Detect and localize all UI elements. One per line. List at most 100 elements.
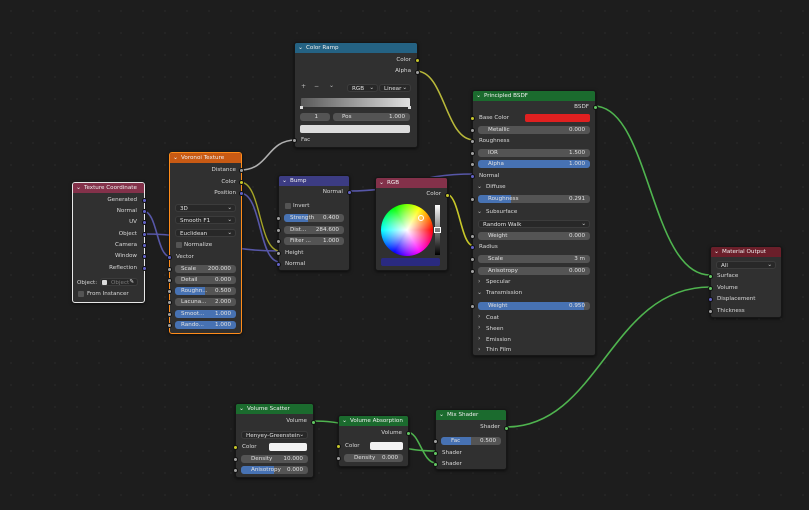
panel-collapsed-icon[interactable]: › (478, 313, 481, 320)
input-socket[interactable] (276, 216, 281, 221)
input-socket[interactable] (167, 267, 172, 272)
color-picker-cursor[interactable] (418, 215, 424, 221)
normal-input-socket[interactable] (276, 262, 281, 267)
panel-collapsed-icon[interactable]: › (478, 278, 481, 285)
panel-label[interactable]: Transmission (486, 290, 523, 296)
collapse-chevron-icon[interactable]: ⌄ (76, 184, 82, 191)
filter-width-field[interactable]: Filter ...1.000 (284, 237, 344, 245)
output-socket[interactable] (142, 209, 147, 214)
output-socket[interactable] (406, 431, 411, 436)
panel-expand-icon[interactable]: ⌄ (477, 183, 483, 190)
input-socket[interactable] (336, 456, 341, 461)
output-socket[interactable] (142, 198, 147, 203)
collapse-chevron-icon[interactable]: ⌄ (173, 154, 179, 161)
output-socket[interactable] (347, 190, 352, 195)
panel-label[interactable]: Sheen (486, 326, 504, 332)
output-socket[interactable] (415, 70, 420, 75)
input-socket[interactable] (233, 468, 238, 473)
input-socket[interactable] (470, 116, 475, 121)
panel-expand-icon[interactable]: ⌄ (477, 289, 483, 296)
node-texture-coordinate[interactable]: ⌄ Texture Coordinate Generated Normal UV… (72, 182, 147, 303)
input-socket[interactable] (470, 151, 475, 156)
phase-dropdown[interactable]: Henyey-Greenstein⌄ (241, 431, 308, 439)
value-slider-handle[interactable] (434, 227, 441, 233)
input-socket[interactable] (470, 162, 475, 167)
displacement-input-socket[interactable] (708, 297, 713, 302)
output-socket[interactable] (142, 254, 147, 259)
panel-label[interactable]: Emission (486, 337, 511, 343)
input-socket[interactable] (167, 300, 172, 305)
output-socket[interactable] (239, 168, 244, 173)
node-material-output[interactable]: ⌄ Material Output All⌄ Surface Volume Di… (708, 246, 782, 318)
node-header[interactable]: ⌄ Bump (279, 176, 349, 186)
node-header[interactable]: ⌄ Principled BSDF (473, 91, 595, 101)
normal-input-socket[interactable] (470, 174, 475, 179)
distance-field[interactable]: Dist...284.600 (284, 226, 344, 234)
node-header[interactable]: ⌄ Volume Scatter (236, 404, 313, 414)
panel-label[interactable]: Coat (486, 315, 499, 321)
roughness-field[interactable]: Roughn...0.500 (175, 287, 236, 295)
input-socket[interactable] (167, 323, 172, 328)
metric-dropdown[interactable]: Euclidean⌄ (175, 229, 236, 237)
output-socket[interactable] (142, 266, 147, 271)
output-socket[interactable] (415, 58, 420, 63)
output-socket[interactable] (445, 193, 450, 198)
bsdf-output-socket[interactable] (593, 105, 598, 110)
input-socket[interactable] (233, 457, 238, 462)
output-socket[interactable] (142, 220, 147, 225)
volume-input-socket[interactable] (708, 286, 713, 291)
collapse-chevron-icon[interactable]: ⌄ (714, 248, 720, 255)
interpolation-dropdown[interactable]: Linear⌄ (379, 84, 411, 92)
panel-collapsed-icon[interactable]: › (478, 324, 481, 331)
dimensions-dropdown[interactable]: 3D⌄ (175, 204, 236, 212)
stop-index-field[interactable]: 1 (300, 113, 330, 121)
target-dropdown[interactable]: All⌄ (716, 261, 776, 269)
panel-expand-icon[interactable]: ⌄ (477, 208, 483, 215)
collapse-chevron-icon[interactable]: ⌄ (342, 417, 348, 424)
input-socket[interactable] (470, 139, 475, 144)
node-header[interactable]: ⌄ Texture Coordinate (73, 183, 144, 193)
input-socket[interactable] (470, 269, 475, 274)
color-stop-handle[interactable] (408, 106, 411, 109)
input-socket[interactable] (433, 439, 438, 444)
stop-color-swatch[interactable] (300, 125, 410, 133)
input-socket[interactable] (167, 289, 172, 294)
node-header[interactable]: ⌄ Mix Shader (436, 410, 506, 420)
shader-input-socket[interactable] (433, 451, 438, 456)
node-volume-absorption[interactable]: ⌄ Volume Absorption Volume Color Density… (336, 415, 411, 467)
shader-input-socket[interactable] (433, 462, 438, 467)
node-principled-bsdf[interactable]: ⌄ Principled BSDF BSDF Base Color Metall… (470, 90, 598, 356)
color-swatch[interactable] (269, 443, 307, 451)
surface-input-socket[interactable] (708, 274, 713, 279)
output-socket[interactable] (142, 243, 147, 248)
value-slider[interactable] (435, 205, 440, 255)
node-header[interactable]: ⌄ Color Ramp (295, 43, 417, 53)
radius-input-socket[interactable] (470, 245, 475, 250)
color-mode-dropdown[interactable]: RGB⌄ (347, 84, 378, 92)
node-header[interactable]: ⌄ Volume Absorption (339, 416, 408, 426)
node-color-ramp[interactable]: ⌄ Color Ramp Color Alpha + − ⌄ RGB⌄ Line… (292, 42, 420, 148)
lacunarity-field[interactable]: Lacuna...2.000 (175, 298, 236, 306)
normalize-checkbox[interactable] (176, 242, 182, 248)
output-socket[interactable] (311, 420, 316, 425)
thickness-input-socket[interactable] (708, 309, 713, 314)
object-picker[interactable]: Object ✎ (100, 278, 138, 286)
input-socket[interactable] (167, 312, 172, 317)
node-volume-scatter[interactable]: ⌄ Volume Scatter Volume Henyey-Greenstei… (233, 403, 316, 478)
from-instancer-checkbox[interactable] (78, 291, 84, 297)
add-stop-icon[interactable]: + (301, 83, 307, 90)
collapse-chevron-icon[interactable]: ⌄ (239, 405, 245, 412)
randomness-field[interactable]: Rando...1.000 (175, 321, 236, 329)
color-input-socket[interactable] (233, 445, 238, 450)
